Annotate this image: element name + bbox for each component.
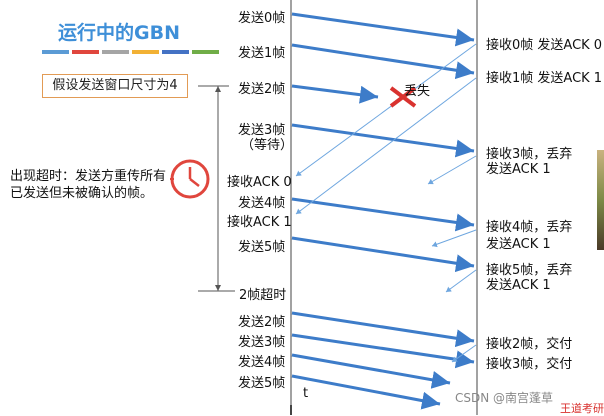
frame-2-arrow-lost <box>291 84 379 104</box>
lost-cross-icon <box>389 86 417 108</box>
ack-2-arrow <box>451 344 477 363</box>
sender-timeout: 2帧超时 <box>239 288 287 303</box>
sender-send-0: 发送0帧 <box>238 11 286 26</box>
resend-frame-2-arrow <box>291 311 475 348</box>
sender-recv-ack0: 接收ACK 0 <box>227 175 292 190</box>
receiver-recv-2-deliver: 接收2帧，交付 <box>486 337 573 352</box>
receiver-recv-1: 接收1帧 发送ACK 1 <box>486 71 603 86</box>
sender-send-4: 发送4帧 <box>238 196 286 211</box>
receiver-recv-0: 接收0帧 发送ACK 0 <box>486 38 603 53</box>
timeout-note: 出现超时：发送方重传所有已发送但未被确认的帧。 <box>10 169 167 201</box>
time-label: t <box>303 386 309 401</box>
sender-send-2: 发送2帧 <box>238 82 286 97</box>
sender-send-5: 发送5帧 <box>238 240 286 255</box>
receiver-ack-3: 发送ACK 1 <box>486 162 551 177</box>
ack-1-dup-arrow <box>427 155 477 185</box>
receiver-ack-4: 发送ACK 1 <box>486 237 551 252</box>
ack-1-dup-arrow <box>431 229 477 248</box>
frame-5-arrow <box>291 236 475 273</box>
sender-resend-4: 发送4帧 <box>238 355 286 370</box>
clock-icon <box>170 159 210 199</box>
frame-1-arrow <box>291 43 475 80</box>
sender-resend-2: 发送2帧 <box>238 315 286 330</box>
sender-resend-3: 发送3帧 <box>238 335 286 350</box>
ack-1-arrow <box>295 77 477 215</box>
receiver-recv-3: 接收3帧，丢弃 <box>486 147 573 162</box>
wangdao-watermark: 王道考研 <box>560 402 604 415</box>
stripe-segment <box>162 50 189 54</box>
sender-resend-5: 发送5帧 <box>238 376 286 391</box>
sender-wait: （等待） <box>241 138 294 153</box>
receiver-recv-4: 接收4帧，丢弃 <box>486 220 573 235</box>
frame-4-arrow <box>291 197 475 232</box>
ack-1-dup-arrow <box>445 269 477 293</box>
ack-0-arrow <box>295 43 477 177</box>
receiver-ack-5: 发送ACK 1 <box>486 278 551 293</box>
frame-0-arrow <box>291 12 475 47</box>
receiver-recv-3-deliver: 接收3帧，交付 <box>486 357 573 372</box>
sender-send-1: 发送1帧 <box>238 46 286 61</box>
receiver-recv-5: 接收5帧，丢弃 <box>486 263 573 278</box>
sender-send-3: 发送3帧 <box>238 123 286 138</box>
sender-recv-ack1: 接收ACK 1 <box>227 215 292 230</box>
stripe-segment <box>42 50 69 54</box>
stripe-segment <box>72 50 99 54</box>
stripe-segment <box>102 50 129 54</box>
page-title: 运行中的GBN <box>58 22 180 44</box>
lost-label: 丢失 <box>404 84 431 99</box>
stripe-segment <box>132 50 159 54</box>
resend-frame-3-arrow <box>291 333 475 369</box>
resend-frame-4-arrow <box>291 353 451 389</box>
stripe-segment <box>192 50 219 54</box>
csdn-watermark: CSDN @南宫蓬草 <box>455 391 554 405</box>
resend-frame-5-arrow <box>291 374 441 410</box>
side-photo <box>597 150 604 250</box>
frame-3-arrow <box>291 123 475 158</box>
window-size-note: 假设发送窗口尺寸为4 <box>42 74 188 98</box>
